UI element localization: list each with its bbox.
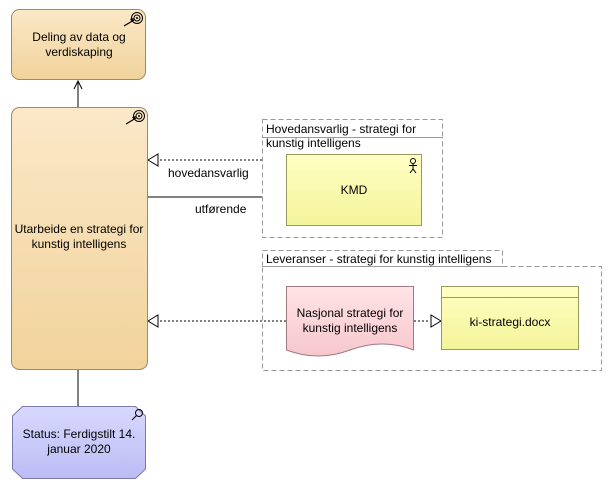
search-icon xyxy=(131,409,143,421)
responsible-group-title: Hovedansvarlig - strategi for kunstig in… xyxy=(266,122,417,150)
artifact-label: ki-strategi.docx xyxy=(469,314,551,329)
status-label: Status: Ferdigstilt 14. januar 2020 xyxy=(22,427,136,456)
deliverables-group-title: Leveranser - strategi for kunstig intell… xyxy=(266,252,492,266)
national-strategy-label: Nasjonal strategi for kunstig intelligen… xyxy=(296,306,404,335)
goal-node[interactable] xyxy=(11,9,146,80)
process-label: Utarbeide en strategi for kunstig intell… xyxy=(14,222,144,251)
status-node[interactable] xyxy=(12,406,146,479)
goal-icon xyxy=(125,110,145,125)
edge-label-responsible: hovedansvarlig xyxy=(168,166,249,180)
goal-icon xyxy=(123,12,143,27)
actor-icon xyxy=(409,158,417,174)
edge-deliverable[interactable] xyxy=(147,314,287,328)
process-node[interactable] xyxy=(11,107,148,370)
goal-label: Deling av data og verdiskaping xyxy=(32,30,126,59)
edge-process-to-goal[interactable] xyxy=(73,79,83,107)
actor-label: KMD xyxy=(340,182,368,197)
edge-responsible[interactable] xyxy=(147,153,262,167)
deliverables-group[interactable] xyxy=(262,250,602,371)
edge-strategy-to-artifact[interactable] xyxy=(414,314,442,328)
actor-node[interactable] xyxy=(286,154,422,226)
responsible-group[interactable] xyxy=(262,119,443,238)
edge-label-performer: utførende xyxy=(195,202,247,216)
artifact-node[interactable] xyxy=(441,286,579,350)
national-strategy-node[interactable] xyxy=(286,286,414,357)
